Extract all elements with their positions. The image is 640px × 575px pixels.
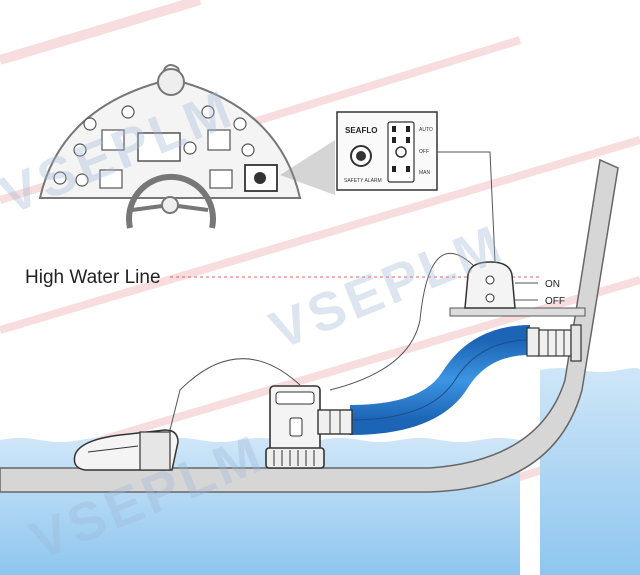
- panel-auto-label: AUTO: [419, 127, 433, 133]
- thru-hull-fitting: [526, 324, 582, 362]
- zoom-cone: [280, 140, 335, 195]
- alarm-switch-panel: SEAFLO SAFETY ALARM AUTO OFF MAN: [336, 111, 438, 191]
- high-water-line-label: High Water Line: [25, 267, 161, 288]
- discharge-hose: [349, 325, 531, 435]
- bilge-pump: [265, 385, 353, 469]
- float-switch-lower: [73, 429, 179, 471]
- panel-man-label: MAN: [419, 170, 431, 176]
- panel-brand: SEAFLO: [345, 126, 377, 135]
- panel-off-label: OFF: [419, 149, 429, 155]
- wiring: [169, 151, 496, 431]
- panel-alarm-label: SAFETY ALARM: [344, 178, 382, 184]
- boat-dashboard: [38, 64, 302, 229]
- float-switch-upper: [449, 261, 586, 317]
- boat-hull: [0, 158, 619, 493]
- float-off-label: OFF: [545, 296, 565, 307]
- float-on-label: ON: [545, 279, 560, 290]
